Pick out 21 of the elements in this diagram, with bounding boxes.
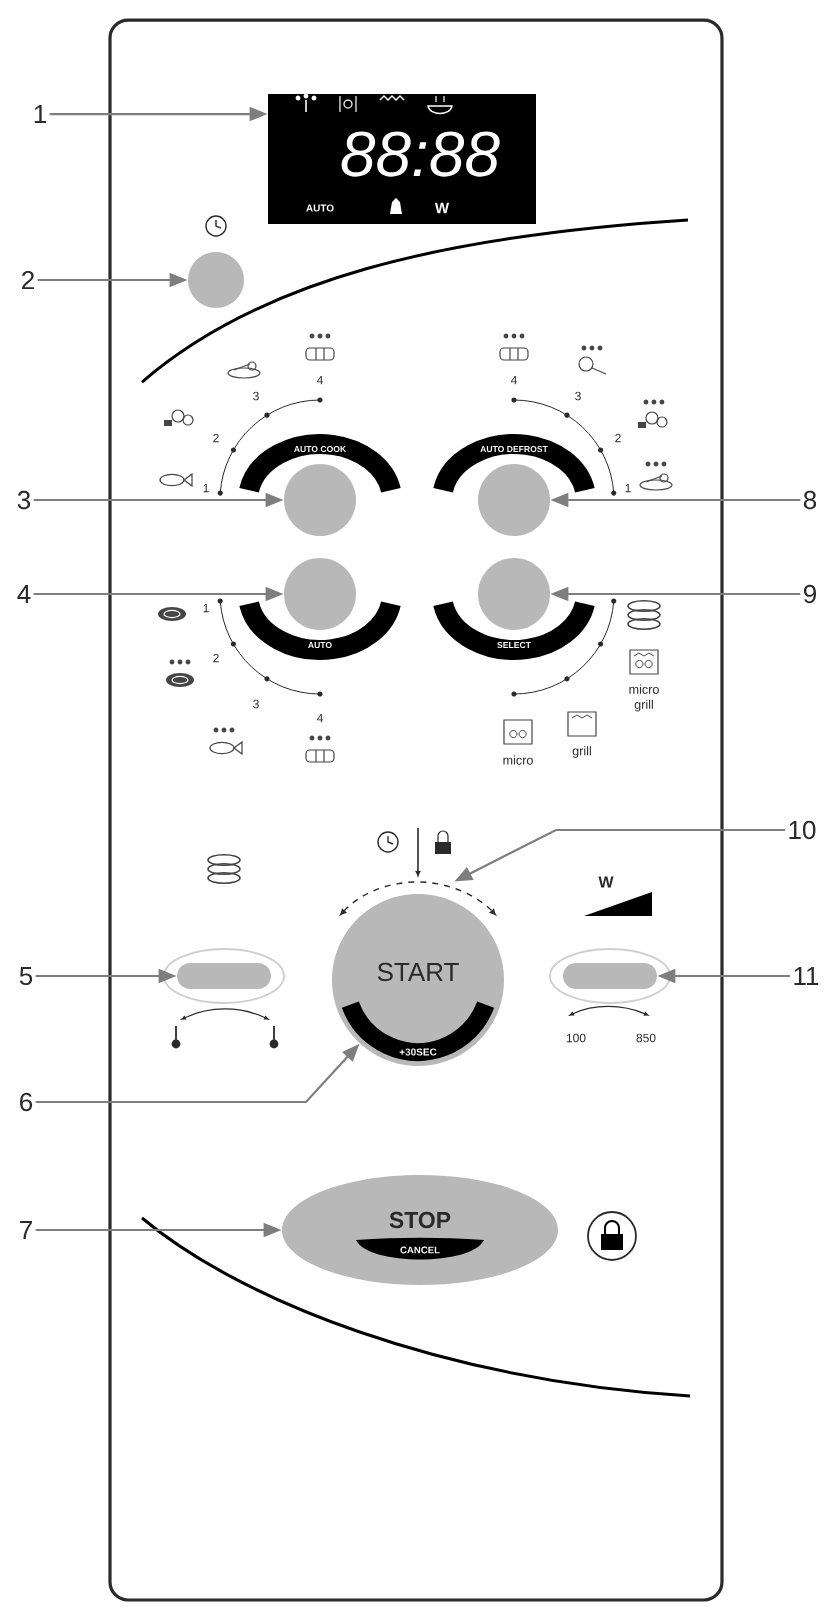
callout-number: 1 bbox=[34, 105, 46, 123]
callout-number: 10 bbox=[789, 820, 816, 840]
callout-number: 7 bbox=[20, 1221, 32, 1239]
time-readout: 88:88 bbox=[341, 131, 500, 177]
dial-knob bbox=[478, 558, 550, 630]
callout-number: 2 bbox=[22, 270, 34, 290]
rotation-arc bbox=[340, 881, 496, 916]
callout-number: 8 bbox=[803, 490, 817, 510]
dial-knob bbox=[478, 464, 550, 536]
callout-number: 4 bbox=[17, 585, 31, 603]
callout-number: 6 bbox=[20, 1092, 33, 1112]
oval-button bbox=[163, 948, 285, 1004]
dial-knob bbox=[284, 464, 356, 536]
callout-number: 3 bbox=[17, 490, 31, 510]
oval-button bbox=[549, 948, 671, 1004]
round-button bbox=[188, 252, 244, 308]
callout-number: 9 bbox=[804, 584, 816, 604]
dial-knob bbox=[284, 558, 356, 630]
unit-label: W bbox=[598, 876, 614, 888]
callout-number: 5 bbox=[19, 966, 33, 986]
callout-number: 11 bbox=[794, 967, 819, 985]
